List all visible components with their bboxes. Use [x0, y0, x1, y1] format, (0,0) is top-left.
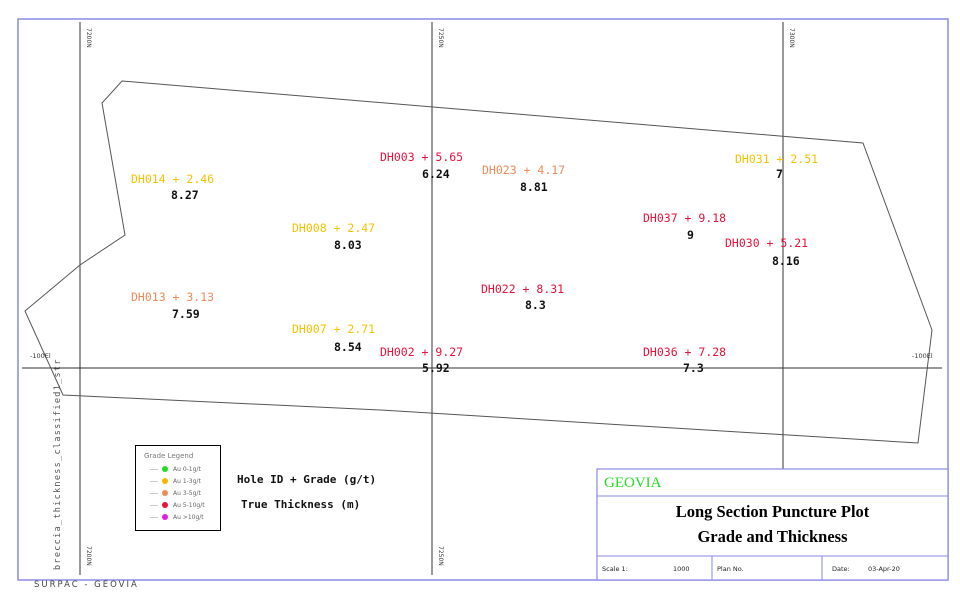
hole-grade: + 3.13: [165, 290, 215, 304]
legend-item: Au >10g/t: [150, 512, 220, 522]
hole-grade: + 2.51: [769, 152, 819, 166]
hole-thickness: 8.03: [334, 238, 362, 252]
hole-thickness: 8.3: [525, 298, 546, 312]
legend-label: Au 0-1g/t: [173, 465, 201, 473]
breccia-outline: [24, 80, 933, 444]
legend-marker-icon: [162, 478, 168, 484]
hole-thickness: 7: [776, 167, 783, 181]
drawing-frame: [17, 18, 949, 581]
hole-label: DH002 + 9.27: [380, 345, 464, 359]
hole-thickness: 9: [687, 228, 694, 242]
hole-thickness: 7.59: [172, 307, 200, 321]
legend-label: Au >10g/t: [173, 513, 204, 521]
legend-marker-icon: [162, 466, 168, 472]
grid-label-7200n-bottom: 7200N: [85, 546, 92, 566]
company-name: GEOVIA: [604, 475, 662, 491]
hole-grade: + 7.28: [677, 345, 727, 359]
hole-label: DH036 + 7.28: [643, 345, 727, 359]
hole-label: DH037 + 9.18: [643, 211, 727, 225]
hole-grade: + 9.27: [414, 345, 464, 359]
hole-thickness: 8.16: [772, 254, 800, 268]
elevation-label-left: -100El: [30, 352, 51, 360]
hole-label: DH007 + 2.71: [292, 322, 376, 336]
legend-line: [150, 516, 158, 518]
hole-label: DH013 + 3.13: [131, 290, 215, 304]
date-label: Date:: [832, 565, 850, 573]
label-explanation-grade: Hole ID + Grade (g/t): [237, 473, 377, 486]
footer-software: SURPAC - GEOVIA: [34, 580, 139, 590]
hole-label: DH003 + 5.65: [380, 150, 464, 164]
hole-thickness: 8.81: [520, 180, 548, 194]
legend-item: Au 1-3g/t: [150, 476, 220, 486]
title-block: [596, 468, 949, 581]
elevation-label-right: -100El: [912, 352, 933, 360]
hole-thickness: 8.27: [171, 188, 199, 202]
legend-line: [150, 480, 158, 482]
hole-label: DH023 + 4.17: [482, 163, 566, 177]
grid-label-7250n-top: 7250N: [437, 28, 444, 48]
scale-value: 1000: [673, 565, 690, 573]
legend-marker-icon: [162, 514, 168, 520]
hole-grade: + 2.47: [326, 221, 376, 235]
hole-label: DH022 + 8.31: [481, 282, 565, 296]
grade-legend: Grade Legend Au 0-1g/t Au 1-3g/t Au 3-5g/t…: [135, 445, 221, 531]
hole-grade: + 9.18: [677, 211, 727, 225]
legend-line: [150, 492, 158, 494]
date-value: 03-Apr-20: [868, 565, 900, 573]
hole-grade: + 2.46: [165, 172, 215, 186]
hole-label: DH008 + 2.47: [292, 221, 376, 235]
legend-label: Au 1-3g/t: [173, 477, 201, 485]
label-explanation-thickness: True Thickness (m): [241, 498, 361, 511]
legend-marker-icon: [162, 490, 168, 496]
hole-grade: + 4.17: [516, 163, 566, 177]
grid-label-7300n-top: 7300N: [788, 28, 795, 48]
legend-line: [150, 468, 158, 470]
hole-thickness: 5.92: [422, 361, 450, 375]
scale-label: Scale 1:: [602, 565, 628, 573]
hole-label: DH014 + 2.46: [131, 172, 215, 186]
grid-label-7250n-bottom: 7250N: [437, 546, 444, 566]
string-file-label: breccia_thickness_classified1_str: [53, 358, 63, 570]
hole-thickness: 7.3: [683, 361, 704, 375]
legend-item: Au 0-1g/t: [150, 464, 220, 474]
legend-line: [150, 504, 158, 506]
plot-subtitle: Grade and Thickness: [697, 527, 848, 546]
hole-label: DH031 + 2.51: [735, 152, 819, 166]
legend-title: Grade Legend: [144, 452, 194, 460]
hole-grade: + 2.71: [326, 322, 376, 336]
hole-label: DH030 + 5.21: [725, 236, 809, 250]
legend-item: Au 5-10g/t: [150, 500, 220, 510]
legend-item: Au 3-5g/t: [150, 488, 220, 498]
hole-grade: + 5.21: [759, 236, 809, 250]
plan-number-label: Plan No.: [717, 565, 744, 573]
hole-grade: + 5.65: [414, 150, 464, 164]
legend-label: Au 5-10g/t: [173, 501, 205, 509]
hole-grade: + 8.31: [515, 282, 565, 296]
hole-thickness: 8.54: [334, 340, 362, 354]
plot-title: Long Section Puncture Plot: [675, 502, 870, 521]
legend-marker-icon: [162, 502, 168, 508]
legend-label: Au 3-5g/t: [173, 489, 201, 497]
grid-label-7200n-top: 7200N: [85, 28, 92, 48]
hole-thickness: 6.24: [422, 167, 450, 181]
